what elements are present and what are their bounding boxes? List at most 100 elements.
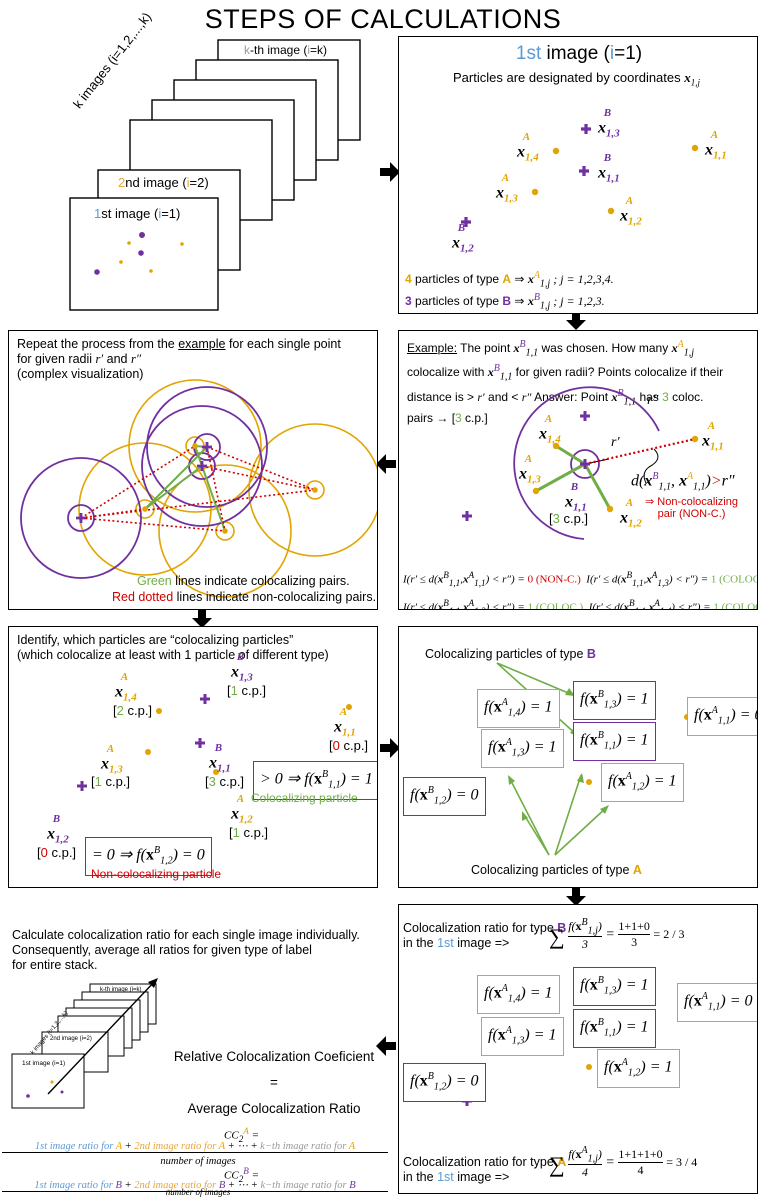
stack-dots xyxy=(94,232,184,275)
panel-colocalizing-particles: Colocalizing particles of type B Colocal… xyxy=(398,626,758,888)
f-x11B: f(xB1,1) = 1 xyxy=(573,722,656,761)
p4-cp-x13A: [1 c.p.] xyxy=(91,774,131,789)
panel4-scatter xyxy=(77,694,352,791)
f-x13A: f(xA1,3) = 1 xyxy=(481,729,564,768)
panel1-heading: 1st image (i=1) xyxy=(515,43,643,64)
cc2A-denominator: number of images xyxy=(160,1156,236,1167)
indicator-equations: I(r′ ≤ d(xB1,1,xA1,1) < r″) = 0 (NON-C.)… xyxy=(403,570,757,610)
p4-label-x12A: x1,2A xyxy=(231,793,253,826)
panel3-text: Example: The point xB1,1 was chosen. How… xyxy=(407,339,724,426)
panel2-text-line2: for given radii r′ and r″ xyxy=(17,352,142,366)
panel1-typeA-line: 4 particles of type A ⇒ xA1,j ; j = 1,2,… xyxy=(405,270,614,290)
p4-label-x13B: x1,3B xyxy=(231,651,253,684)
cc2B-denominator: number of images xyxy=(165,1187,231,1197)
p3-label-x12: x1,2A xyxy=(620,497,642,530)
f-x14A: f(xA1,4) = 1 xyxy=(477,689,560,728)
green-lines-note: Green lines indicate colocalizing pairs. xyxy=(137,574,350,588)
coloc-particle-note: Colocalizing particle xyxy=(251,791,358,805)
p4-label-x12B: x1,2B xyxy=(47,813,69,846)
typeA-colocalizing-label: Colocalizing particles of type A xyxy=(471,863,642,877)
panel-identify: Identify, which particles are “colocaliz… xyxy=(8,626,378,888)
cc2B-label: CC2B = xyxy=(224,1166,260,1184)
p4-cp-x12B: [0 c.p.] xyxy=(37,845,77,860)
second-image-label: 2nd image (i=2) xyxy=(118,175,209,190)
f-x12A: f(xA1,2) = 1 xyxy=(601,763,684,802)
arrow-left-2 xyxy=(376,1036,396,1056)
p4-label-x11A: x1,1A xyxy=(334,706,356,739)
kth-image-label: k-th image (i=k) xyxy=(244,43,328,57)
panel4-line2: (which colocalize at least with 1 partic… xyxy=(17,648,329,662)
p4-cp-x11B: [3 c.p.] xyxy=(205,774,245,789)
cc2B-numerator: 1st image ratio for B + 2nd image ratio … xyxy=(2,1179,388,1192)
arrow-down-2 xyxy=(192,610,212,628)
panel-averaging: Calculate colocalization ratio for each … xyxy=(2,904,388,1194)
panel6-text: Calculate colocalization ratio for each … xyxy=(12,928,360,972)
label-x1-2-B: x1,2B xyxy=(452,222,474,255)
panel-first-image: 1st image (i=1) Particles are designated… xyxy=(398,36,758,314)
mini-stack xyxy=(11,978,158,1109)
p7-f-x13B: f(xB1,3) = 1 xyxy=(573,967,656,1006)
arrow-down-3 xyxy=(566,888,586,906)
p3-cp: [3 c.p.] xyxy=(549,511,589,526)
p7-f-x11B: f(xB1,1) = 1 xyxy=(573,1009,656,1048)
panel-complex-visualization: Repeat the process from the example for … xyxy=(8,330,378,610)
panel1-subtitle: Particles are designated by coordinates … xyxy=(453,70,701,88)
typeB-colocalizing-label: Colocalizing particles of type B xyxy=(425,647,596,661)
rcc-definition: Relative Colocalization Coeficient=Avera… xyxy=(173,1049,375,1116)
p7-f-x14A: f(xA1,4) = 1 xyxy=(477,975,560,1014)
panel3-diagram xyxy=(462,386,699,540)
panel2-text-line3: (complex visualization) xyxy=(17,367,144,381)
mini-kth-label: k-th image (i=k) xyxy=(100,987,142,993)
p4-cp-x14: [2 c.p.] xyxy=(113,703,153,718)
r-prime-label: r′ xyxy=(611,435,620,450)
label-x1-1-A: x1,1A xyxy=(705,129,727,162)
r-double-prime-label: r″ xyxy=(647,393,659,408)
p4-cp-x12A: [1 c.p.] xyxy=(229,825,269,840)
panel1-typeB-line: 3 particles of type B ⇒ xB1,j ; j = 1,2,… xyxy=(405,292,605,312)
p4-label-x13A: x1,3A xyxy=(101,743,123,776)
panel-example: Example: The point xB1,1 was chosen. How… xyxy=(398,330,758,610)
page-title: STEPS OF CALCULATIONS xyxy=(204,4,562,34)
image-stack xyxy=(69,39,361,311)
cc2A-numerator: 1st image ratio for A + 2nd image ratio … xyxy=(2,1140,388,1153)
arrow-left-1 xyxy=(376,454,396,474)
p3-label-x11A: x1,1A xyxy=(702,420,724,453)
mini-2nd-label: 2nd image (i=2) xyxy=(50,1036,92,1042)
distance-expr: d(xB1,1, xA1,1)>r″ xyxy=(631,471,735,493)
p3-label-x13: x1,3A xyxy=(519,453,541,486)
p4-label-x14: x1,4A xyxy=(115,671,137,704)
p4-box-nonc: = 0 ⇒ f(xB1,2) = 0 xyxy=(85,837,212,876)
label-x1-2-A: x1,2A xyxy=(620,195,642,228)
p7-f-x11A: f(xA1,1) = 0 xyxy=(677,983,757,1022)
red-lines-note: Red dotted lines indicate non-colocalizi… xyxy=(112,590,377,604)
f-x11A: f(xA1,1) = 0 xyxy=(687,697,757,736)
p4-cp-x13B: [1 c.p.] xyxy=(227,683,267,698)
f-x13B: f(xB1,3) = 1 xyxy=(573,681,656,720)
label-x1-4-A: x1,4A xyxy=(517,131,539,164)
mini-1st-label: 1st image (i=1) xyxy=(22,1060,66,1067)
p3-label-x11B: x1,1B xyxy=(565,481,587,514)
arrow-right-1 xyxy=(380,162,400,182)
label-x1-3-B: x1,3B xyxy=(598,107,620,140)
p7-f-x12A: f(xA1,2) = 1 xyxy=(597,1049,680,1088)
p4-cp-x11A: [0 c.p.] xyxy=(329,738,369,753)
p3-label-x14: x1,4A xyxy=(539,413,561,446)
label-x1-1-B: x1,1B xyxy=(598,152,620,185)
cc2A-label: CC2A = xyxy=(224,1126,260,1144)
panel2-circles xyxy=(20,379,377,598)
p7-f-x13A: f(xA1,3) = 1 xyxy=(481,1017,564,1056)
panel4-line1: Identify, which particles are “colocaliz… xyxy=(17,633,294,647)
label-x1-3-A: x1,3A xyxy=(496,172,518,205)
arrow-down-1 xyxy=(566,312,586,330)
arrow-right-2 xyxy=(380,738,400,758)
nonc-particle-note: Non-colocalizing particle xyxy=(91,867,222,881)
p4-box-coloc: > 0 ⇒ f(xB1,1) = 1 xyxy=(253,761,377,800)
